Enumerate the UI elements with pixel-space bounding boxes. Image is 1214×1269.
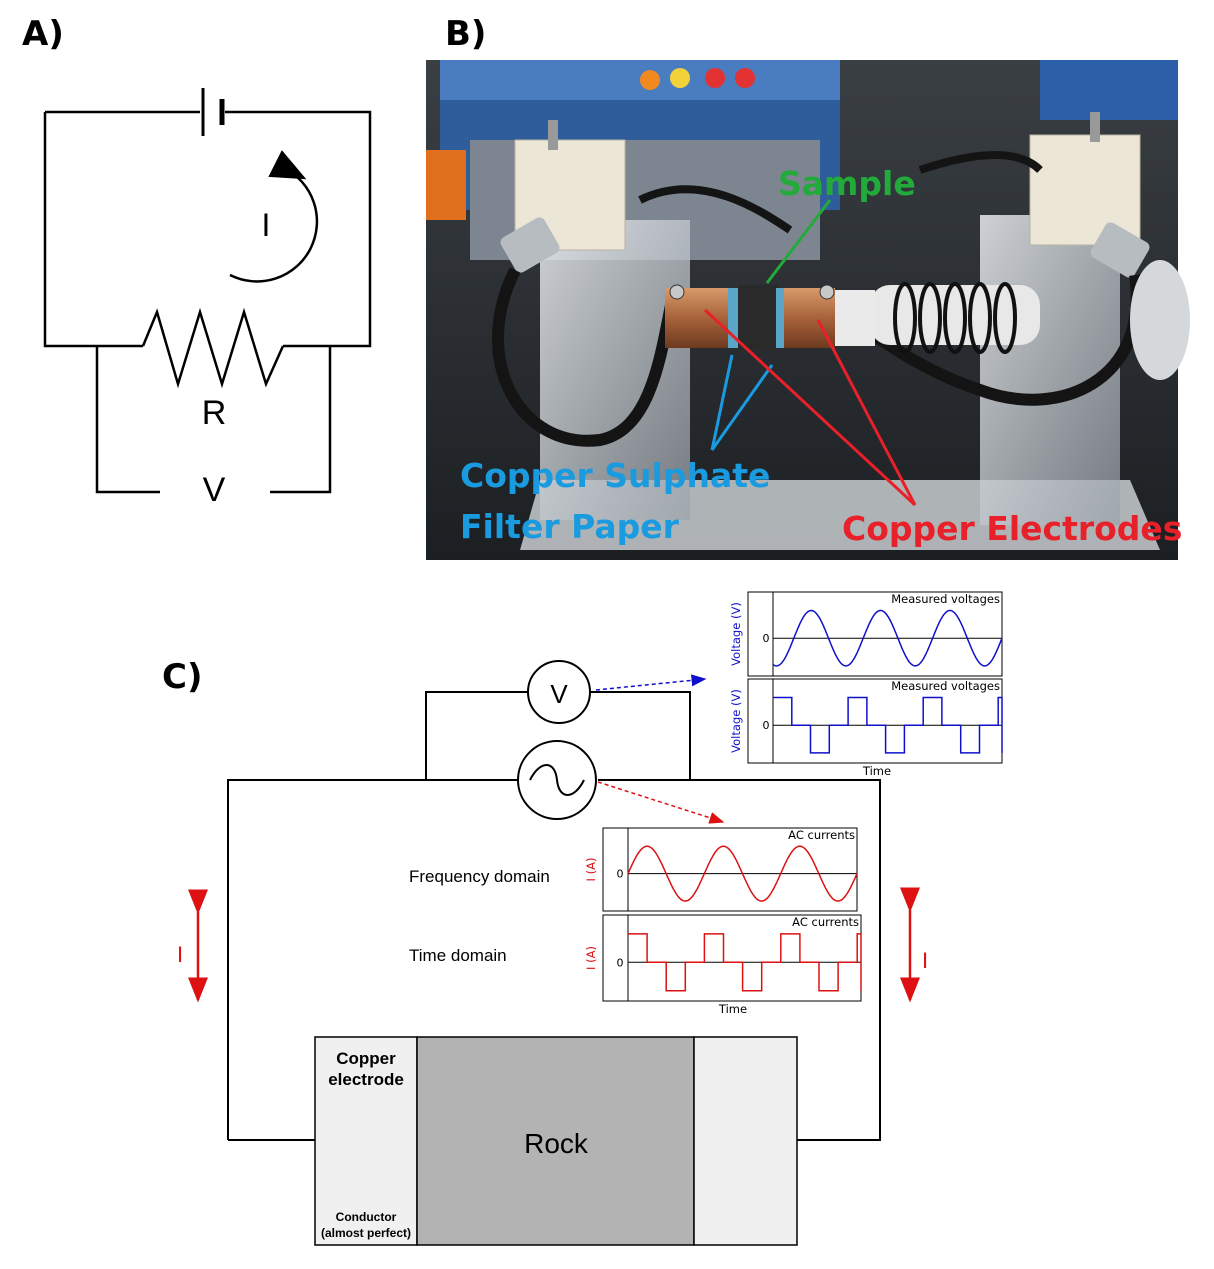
plot-series-line [773,696,1003,754]
voltage-plot-pointer [595,674,707,691]
ac-source-circle [517,740,597,820]
current-label-a: I [262,207,271,243]
sample-label: Sample [778,164,916,203]
time-domain-label: Time domain [409,946,507,965]
current-plot-pointer [597,781,725,824]
meter-wire-left [95,346,160,494]
waveform-plot-1: Measured voltages 0 Voltage (V) [729,591,1003,677]
panel-label-b: B) [445,14,486,54]
plot-y-tick: 0 [763,719,770,732]
resistor-label: R [202,394,227,432]
electrode-pointer-2 [816,319,917,506]
filter-pointer-1 [710,354,734,451]
plot-y-tick: 0 [763,632,770,645]
copper-electrode-label-1: Copper [336,1049,396,1068]
plot-y-tick: 0 [617,956,624,969]
meter-wire-right [270,346,332,494]
rock-block [416,1036,695,1246]
plot-frame [747,591,1003,677]
main-wire-right [598,779,881,1141]
voltmeter-label: V [550,679,568,709]
circuit-c [227,660,881,1141]
plot-y-label: Voltage (V) [729,602,743,666]
plot-y-tick: 0 [617,868,624,881]
plot-title: AC currents [792,915,859,929]
plot-frame [747,678,1003,764]
wire-left [43,112,143,348]
plot-x-label: Time [862,764,891,778]
sample-pointer [765,199,832,284]
filter-label-line2: Filter Paper [460,507,680,546]
left-acrylic-block [540,220,690,520]
panel-label-a: A) [22,14,64,54]
right-copper-electrode-block [693,1036,798,1246]
voltmeter-circle [527,660,591,724]
electrode-pointer-1 [703,308,917,507]
plot-x-label: Time [718,1002,747,1016]
voltage-label-a: V [203,471,226,509]
apparatus-photo [426,60,1190,560]
spring [893,282,1017,354]
wire-top-right [225,110,372,348]
waveform-plot-4: AC currents 0 I (A) Time [584,914,862,1016]
ac-source-wave [529,764,585,796]
rock-sample [738,285,778,350]
plot-series-line [627,845,858,902]
plot-title: Measured voltages [891,679,1000,693]
right-terminal-box [1029,134,1141,246]
voltmeter-wire-left [425,691,528,780]
voltmeter-wire-right [590,691,691,780]
waveform-plot-2: Measured voltages 0 Voltage (V) Time [729,678,1003,778]
right-acrylic-block [980,215,1120,525]
copper-electrode-label-2: electrode [328,1070,404,1089]
conductor-label-1: Conductor [336,1210,397,1224]
plot-title: AC currents [788,828,855,842]
filter-paper-right [776,288,784,348]
frequency-domain-label: Frequency domain [409,867,550,886]
resistor-zigzag [141,307,285,389]
current-label-left: I [177,942,183,967]
plot-frame [602,914,862,1002]
panel-label-c: C) [162,657,203,697]
current-label-right: I [922,948,928,973]
left-copper-electrode-block [314,1036,418,1246]
orange-object [426,150,466,220]
plot-y-label: Voltage (V) [729,689,743,753]
filter-pointer-2 [710,364,774,451]
plot-title: Measured voltages [891,592,1000,606]
waveform-plot-3: AC currents 0 I (A) [584,827,858,912]
plot-series-line [628,933,862,992]
conductor-label-2: (almost perfect) [321,1226,411,1240]
circuit-a [43,88,372,494]
rock-label: Rock [524,1128,589,1159]
current-loop-arc [229,150,319,283]
plot-frame [602,827,858,912]
filter-paper-left [728,288,738,348]
electrodes-label: Copper Electrodes [842,509,1182,548]
filter-label-line1: Copper Sulphate [460,456,770,495]
main-wire-left [227,779,518,1140]
plot-y-label: I (A) [584,946,598,970]
plot-y-label: I (A) [584,858,598,882]
plot-series-line [772,609,1003,667]
